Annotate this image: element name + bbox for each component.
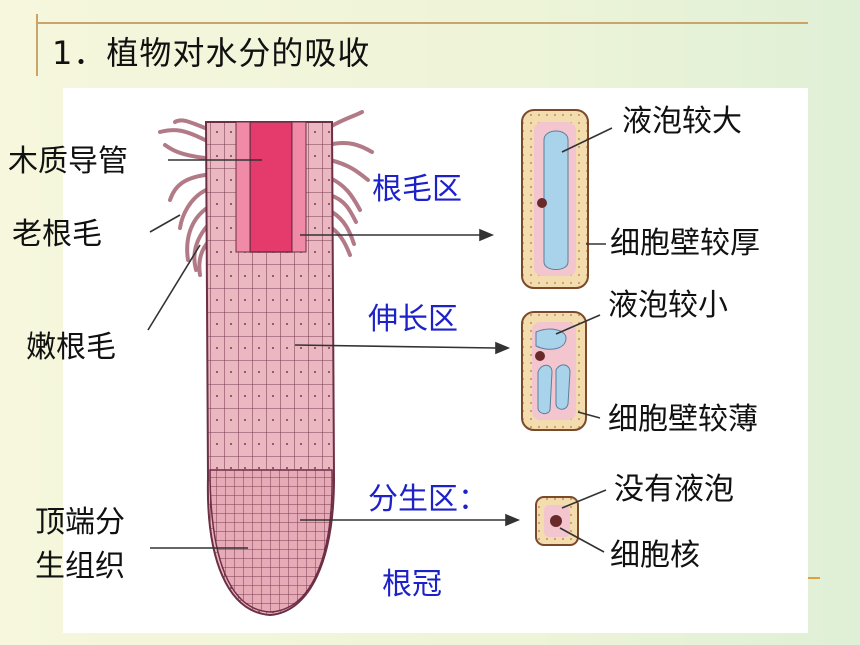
- right-leaders: [555, 127, 613, 553]
- label-xylem: 木质导管: [8, 144, 128, 179]
- root-cap: [209, 469, 333, 613]
- label-young-root-hair: 嫩根毛: [26, 330, 116, 365]
- label-no-vacuole: 没有液泡: [614, 472, 734, 507]
- root-hair-cell: [521, 109, 589, 289]
- label-vacuole-large: 液泡较大: [622, 104, 742, 139]
- xylem-vessel: [249, 121, 293, 253]
- root-hairs: [158, 118, 212, 277]
- slide-title: 1．植物对水分的吸收: [52, 34, 371, 72]
- zone-root-hair: 根毛区: [372, 172, 462, 207]
- label-meristem-line1: 顶端分: [35, 505, 125, 540]
- zone-root-cap: 根冠: [382, 567, 442, 602]
- left-rule: [36, 14, 38, 76]
- top-rule: [36, 22, 808, 24]
- left-leaders: [147, 159, 262, 549]
- label-old-root-hair: 老根毛: [12, 217, 102, 252]
- corner-rule: [800, 577, 820, 579]
- elongation-cell: [521, 311, 587, 431]
- label-vacuole-small: 液泡较小: [608, 288, 728, 323]
- root-hairs-right: [326, 110, 374, 257]
- label-nucleus: 细胞核: [610, 538, 700, 573]
- label-wall-thick: 细胞壁较厚: [610, 226, 760, 261]
- zone-arrows: [294, 228, 521, 527]
- label-wall-thin: 细胞壁较薄: [608, 402, 758, 437]
- zone-meristem: 分生区：: [368, 482, 488, 517]
- label-meristem-line2: 生组织: [35, 549, 125, 584]
- zone-elongation: 伸长区: [368, 302, 458, 337]
